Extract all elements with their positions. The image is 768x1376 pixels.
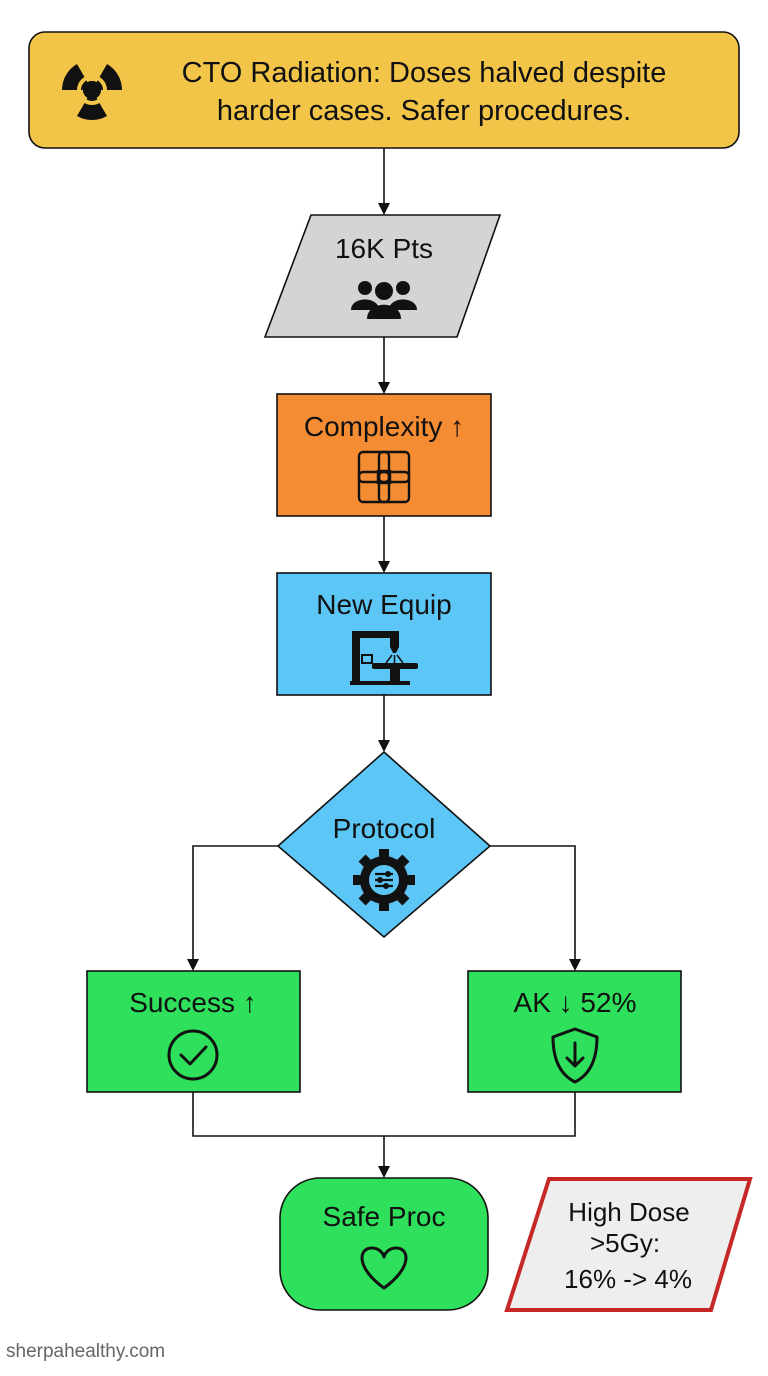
ak-node: AK ↓ 52% — [467, 970, 682, 1093]
success-node-shape — [86, 970, 301, 1093]
header-line-2: harder cases. Safer procedures. — [217, 95, 631, 127]
protocol-label: Protocol — [333, 813, 436, 844]
arrow-protocol-to-success — [187, 845, 278, 971]
heart-icon — [360, 1246, 408, 1290]
patients-node-shape — [263, 214, 502, 338]
high-dose-line-1: High Dose — [568, 1197, 689, 1227]
patients-label: 16K Pts — [335, 233, 433, 264]
equipment-label: New Equip — [316, 589, 451, 620]
complexity-node: Complexity ↑ — [276, 393, 492, 517]
interlocking-squares-icon — [357, 450, 411, 504]
complexity-label: Complexity ↑ — [304, 411, 464, 442]
header-box-shape — [28, 31, 740, 149]
high-dose-line-3: 16% -> 4% — [564, 1264, 692, 1294]
watermark: sherpahealthy.com — [6, 1341, 166, 1362]
arrow-protocol-to-ak — [490, 845, 581, 971]
check-circle-icon — [167, 1029, 219, 1081]
protocol-node-shape — [276, 750, 492, 939]
high-dose-callout-shape — [504, 1177, 753, 1312]
equipment-node: New Equip — [276, 572, 492, 696]
patients-node: 16K Pts — [263, 214, 502, 338]
success-node: Success ↑ — [86, 970, 301, 1093]
line-success-to-merge — [192, 1092, 576, 1137]
ak-node-shape — [467, 970, 682, 1093]
imaging-machine-icon — [350, 631, 418, 685]
success-label: Success ↑ — [129, 987, 257, 1018]
protocol-node: Protocol — [276, 750, 492, 939]
safe-label: Safe Proc — [323, 1201, 446, 1232]
header-box: CTO Radiation: Doses halved despite hard… — [28, 31, 740, 149]
header-line-1: CTO Radiation: Doses halved despite — [182, 57, 667, 89]
connectors — [187, 148, 581, 1178]
shield-down-icon — [551, 1027, 599, 1084]
high-dose-line-2: >5Gy: — [590, 1228, 660, 1258]
radiation-icon — [61, 64, 123, 121]
safe-node: Safe Proc — [279, 1177, 489, 1311]
safe-node-shape — [279, 1177, 489, 1311]
high-dose-callout: High Dose >5Gy: 16% -> 4% — [504, 1177, 753, 1312]
ak-label: AK ↓ 52% — [514, 987, 637, 1018]
users-icon — [351, 281, 417, 319]
gear-sliders-icon — [353, 849, 415, 911]
complexity-node-shape — [276, 393, 492, 517]
